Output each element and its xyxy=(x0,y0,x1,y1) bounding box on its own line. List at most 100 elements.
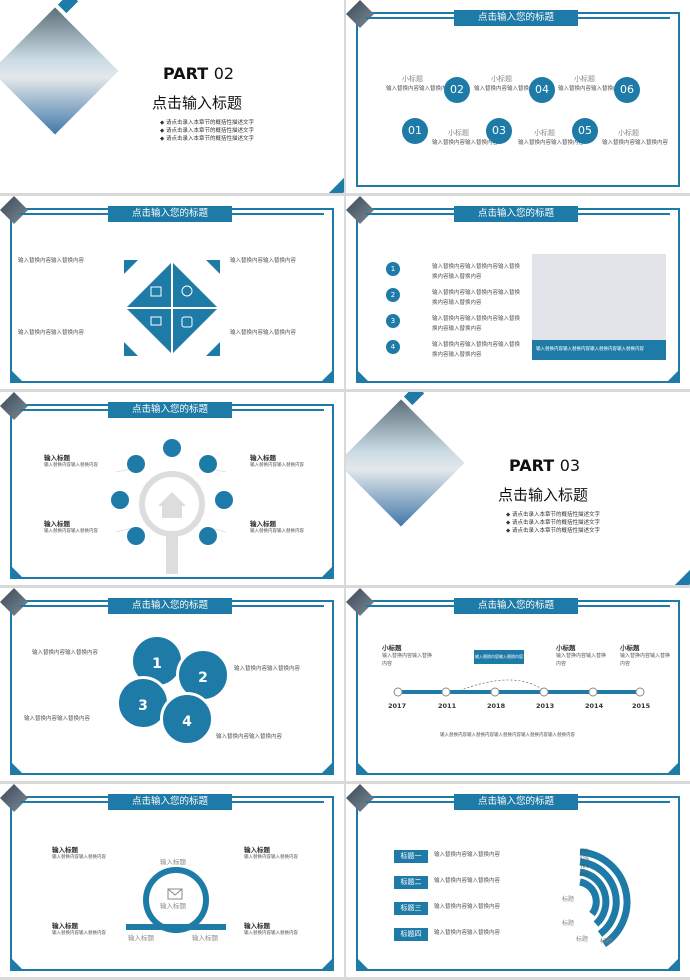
petal-text-2: 输入替换内容输入替换内容 xyxy=(234,666,301,672)
year-label: 2017 xyxy=(388,702,407,710)
tag-4: 标题四 xyxy=(394,928,428,941)
ring-label-left: 输入标题 xyxy=(128,934,154,942)
text-br: 输入替换内容输入替换内容 xyxy=(230,330,297,336)
slide-ring[interactable]: 点击输入您的标题 输入标题 输入替换内容输入替换内容 输入标题 输入替换内容输入… xyxy=(0,784,344,977)
sub-desc: 输入替换内容输入替换内容 xyxy=(386,86,453,92)
sub-title: 小标题 xyxy=(618,129,639,137)
slide-title: 点击输入您的标题 xyxy=(108,794,232,810)
coffee-phone-photo xyxy=(346,393,471,533)
ring-desc: 输入替换内容输入替换内容 xyxy=(52,931,106,936)
tag-text: 输入替换内容输入替换内容 xyxy=(434,852,501,858)
tl-desc: 输入替换内容输入替换 xyxy=(620,653,671,659)
ring-label-top: 输入标题 xyxy=(160,858,186,866)
year-label: 2011 xyxy=(438,702,457,710)
frame-corner xyxy=(10,761,24,775)
accent-stripe xyxy=(324,169,344,193)
ring-label-right: 输入标题 xyxy=(192,934,218,942)
arc-label: 标题 xyxy=(576,936,589,943)
text-bl: 输入替换内容输入替换内容 xyxy=(18,330,85,336)
slide-petals[interactable]: 点击输入您的标题 输入替换内容输入替换内容 输入替换内容输入替换内容 输入替换内… xyxy=(0,588,344,781)
sub-desc: 输入替换内容输入替换内容 xyxy=(602,140,669,146)
pct-label: 85% xyxy=(580,848,589,853)
list-line: 换内容输入替换内容 xyxy=(432,352,482,358)
sub-desc: 输入替换内容输入替换内容 xyxy=(432,140,499,146)
circle-06: 06 xyxy=(614,77,640,103)
slide-tags-arcs[interactable]: 点击输入您的标题 标题一 输入替换内容输入替换内容 标题二 输入替换内容输入替换… xyxy=(346,784,690,977)
frame-corner xyxy=(10,957,24,971)
sub-title: 小标题 xyxy=(574,75,595,83)
coffee-phone-photo xyxy=(0,1,125,141)
tag-text: 输入替换内容输入替换内容 xyxy=(434,878,501,884)
list-line: 输入替换内容输入替换内容输入替换 xyxy=(432,264,521,270)
frame-corner xyxy=(666,957,680,971)
ring-desc: 输入替换内容输入替换内容 xyxy=(52,855,106,860)
item-desc: 输入替换内容输入替换内容 xyxy=(44,529,98,534)
tl-desc: 内容 xyxy=(382,661,393,667)
arc-label: 标题 xyxy=(562,920,575,927)
slide-title: 点击输入您的标题 xyxy=(454,206,578,222)
slide-timeline[interactable]: 点击输入您的标题 小标题 输入替换内容输入替换 内容 小标题 输入替换内容输入替… xyxy=(346,588,690,781)
tl-bottom: 输入替换内容输入替换内容输入替换内容输入替换内容输入替换内容 xyxy=(440,733,575,738)
text-tr: 输入替换内容输入替换内容 xyxy=(230,258,297,264)
year-label: 2018 xyxy=(487,702,506,710)
item-desc: 输入替换内容输入替换内容 xyxy=(250,463,304,468)
section-title: 点击输入标题 xyxy=(498,486,589,504)
item-head: 输入标题 xyxy=(250,520,276,528)
frame-corner xyxy=(10,565,24,579)
slide-numbered-circles[interactable]: 点击输入您的标题 小标题 输入替换内容输入替换内容 02 小标题 输入替换内容输… xyxy=(346,0,690,193)
frame-corner xyxy=(666,369,680,383)
bullet-1: ◆ 请点击录入本章节的概括性描述文字 xyxy=(160,120,254,126)
tl-sub: 小标题 xyxy=(382,644,402,652)
diamond-graphic xyxy=(124,260,220,356)
slide-frame xyxy=(10,600,334,775)
list-line: 输入替换内容输入替换内容输入替换 xyxy=(432,342,521,348)
list-num-3: 3 xyxy=(386,314,400,328)
ring-head: 输入标题 xyxy=(244,846,270,854)
list-line: 换内容输入替换内容 xyxy=(432,274,482,280)
bullet-3: ◆ 请点击录入本章节的概括性描述文字 xyxy=(160,136,254,142)
arc-label: 标题 xyxy=(600,938,613,945)
item-desc: 输入替换内容输入替换内容 xyxy=(250,529,304,534)
sub-desc: 输入替换内容输入替换内容 xyxy=(518,140,585,146)
list-line: 换内容输入替换内容 xyxy=(432,326,482,332)
frame-corner xyxy=(10,369,24,383)
circle-05: 05 xyxy=(572,118,598,144)
tag-text: 输入替换内容输入替换内容 xyxy=(434,930,501,936)
circle-03: 03 xyxy=(486,118,512,144)
section-title: 点击输入标题 xyxy=(152,94,243,112)
accent-stripe xyxy=(670,561,690,585)
slide-title: 点击输入您的标题 xyxy=(108,598,232,614)
tl-sub: 小标题 xyxy=(620,644,640,652)
slide-part03[interactable]: PART 03 点击输入标题 ◆ 请点击录入本章节的概括性描述文字 ◆ 请点击录… xyxy=(346,392,690,585)
slide-diamond[interactable]: 点击输入您的标题 输入替换内容输入替换内容 输入替换内容输入替换内容 输入替换内… xyxy=(0,196,344,389)
item-desc: 输入替换内容输入替换内容 xyxy=(44,463,98,468)
slide-part02[interactable]: PART 02 点击输入标题 ◆ 请点击录入本章节的概括性描述文字 ◆ 请点击录… xyxy=(0,0,344,193)
frame-corner xyxy=(666,761,680,775)
tl-sub: 小标题 xyxy=(556,644,576,652)
part-label: PART 02 xyxy=(163,64,235,83)
ring-head: 输入标题 xyxy=(244,922,270,930)
list-line: 输入替换内容输入替换内容输入替换 xyxy=(432,316,521,322)
pct-label: 78% xyxy=(580,864,589,869)
sub-title: 小标题 xyxy=(448,129,469,137)
year-label: 2013 xyxy=(536,702,555,710)
frame-corner xyxy=(320,565,334,579)
year-label: 2015 xyxy=(632,702,651,710)
ring-desc: 输入替换内容输入替换内容 xyxy=(244,931,298,936)
tag-1: 标题一 xyxy=(394,850,428,863)
slide-title: 点击输入您的标题 xyxy=(108,206,232,222)
slide-magnifier[interactable]: 点击输入您的标题 输入标题 输入替换内容输入替换内容 输入标题 输入替换内容输入… xyxy=(0,392,344,585)
list-num-2: 2 xyxy=(386,288,400,302)
frame-corner xyxy=(320,761,334,775)
image-caption: 输入替换内容输入替换内容输入替换内容输入替换内容 xyxy=(532,340,666,360)
bullet-2: ◆ 请点击录入本章节的概括性描述文字 xyxy=(506,520,600,526)
image-placeholder xyxy=(532,254,666,340)
item-head: 输入标题 xyxy=(44,454,70,462)
list-num-4: 4 xyxy=(386,340,400,354)
arc-label: 标题 xyxy=(562,896,575,903)
tag-3: 标题三 xyxy=(394,902,428,915)
ring-graphic xyxy=(126,867,226,933)
petal-text-1: 输入替换内容输入替换内容 xyxy=(32,650,99,656)
frame-corner xyxy=(356,761,370,775)
slide-numbered-list[interactable]: 点击输入您的标题 1 输入替换内容输入替换内容输入替换 换内容输入替换内容 2 … xyxy=(346,196,690,389)
